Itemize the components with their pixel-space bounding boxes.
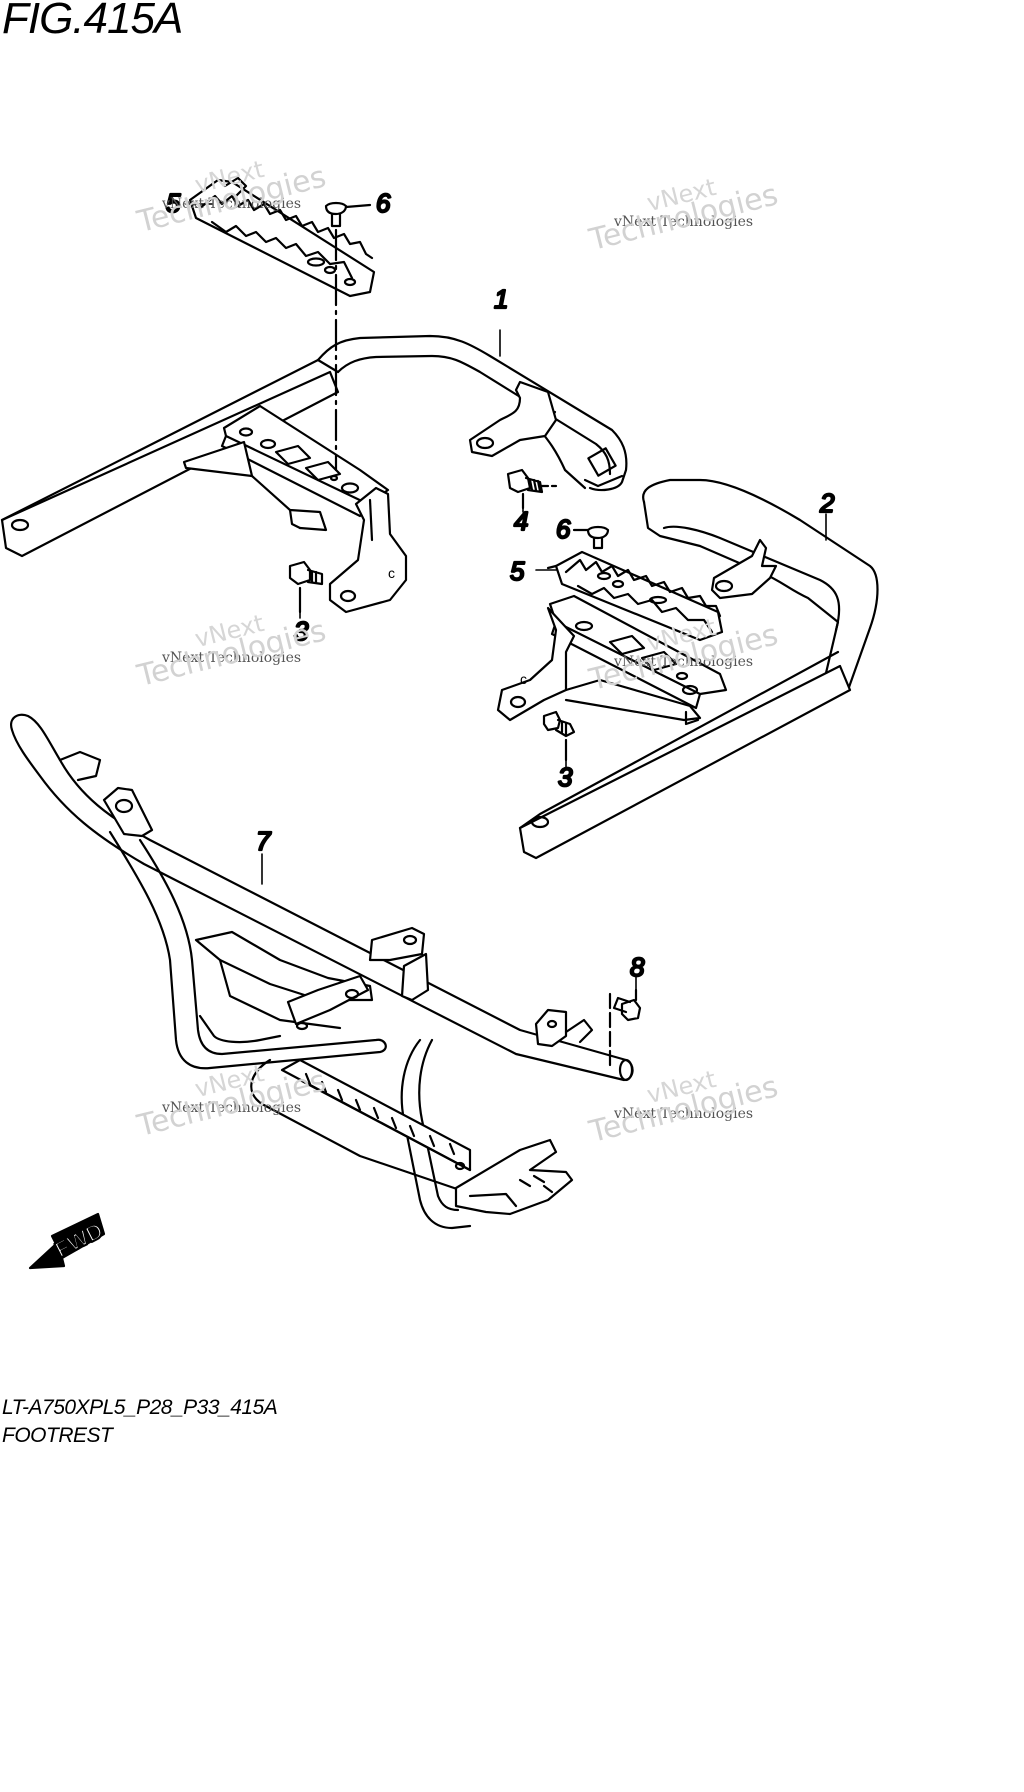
svg-text:c: c — [388, 565, 395, 581]
part-3-left-bolt — [288, 560, 324, 614]
svg-text:c: c — [520, 671, 527, 687]
callout-3-left: 3 — [294, 616, 309, 646]
callout-6-left: 6 — [376, 188, 391, 218]
callout-7: 7 — [256, 826, 272, 856]
part-4-bolt — [506, 468, 558, 510]
part-7-front-guard-frame — [10, 713, 634, 1230]
model-code: LT-A750XPL5_P28_P33_415A — [2, 1396, 278, 1419]
callout-6-right: 6 — [556, 514, 571, 544]
part-8-bolt — [608, 988, 642, 1072]
callout-1: 1 — [494, 284, 508, 314]
forward-direction-arrow: FWD — [28, 1212, 108, 1270]
part-3-right-bolt — [542, 710, 576, 762]
part-5-right-footrest-peg — [546, 550, 724, 642]
figure-title: FIG.415A — [2, 0, 183, 43]
part-6-left-screw — [324, 201, 372, 228]
callout-leaders — [185, 203, 827, 991]
callout-4: 4 — [514, 506, 528, 536]
section-name: FOOTREST — [2, 1424, 113, 1447]
part-6-right-screw — [572, 525, 610, 550]
part-5-left-footrest-peg — [188, 176, 376, 298]
callout-8: 8 — [630, 952, 645, 982]
callout-2: 2 — [819, 488, 835, 518]
part-1-left-footrest-bracket: c — [0, 334, 628, 614]
callout-3-right: 3 — [558, 762, 573, 792]
callout-5-right: 5 — [510, 556, 525, 586]
callout-5-left: 5 — [166, 188, 181, 218]
part-2-right-footrest-bracket: c — [496, 478, 879, 860]
